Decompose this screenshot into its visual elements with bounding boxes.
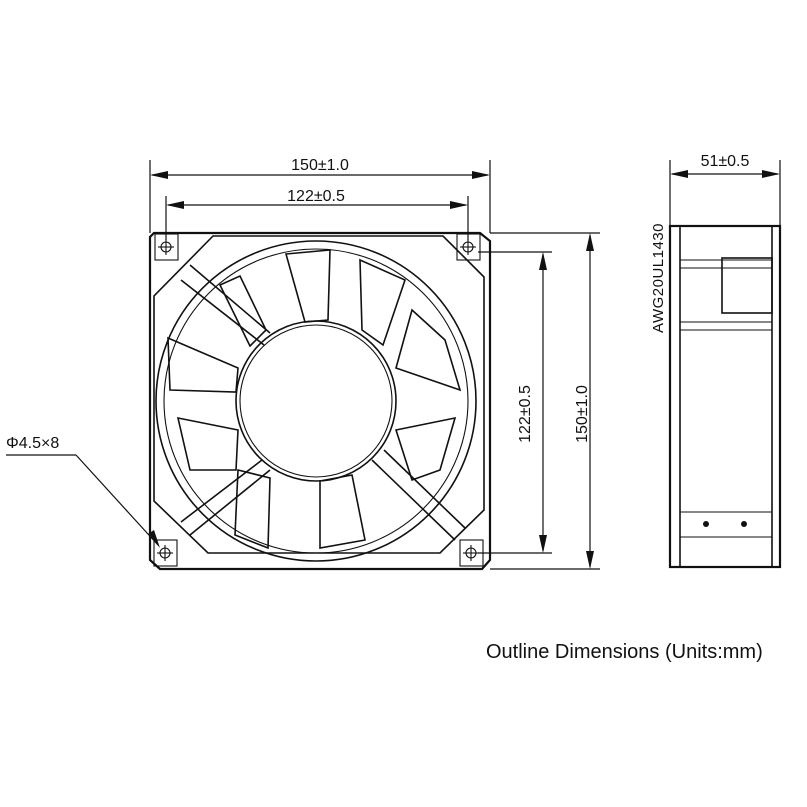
dimension-overall-width: 150±1.0: [149, 157, 491, 233]
mounting-holes: [153, 233, 484, 567]
dimension-overall-height: 150±1.0: [490, 232, 600, 570]
front-frame-outline: [148, 231, 492, 571]
dimension-mounting-hole: Φ4.5×8: [6, 435, 160, 548]
mounting-hole-label: Φ4.5×8: [6, 435, 59, 452]
side-view: AWG20UL1430: [650, 223, 782, 569]
wire-spec-label: AWG20UL1430: [650, 223, 667, 333]
overall-width-label: 150±1.0: [291, 157, 349, 174]
wire-exit-block: [721, 257, 773, 314]
front-view: [148, 231, 492, 571]
hole-spacing-height-label: 122±0.5: [517, 385, 534, 443]
hub-inner-circle: [239, 324, 393, 478]
depth-label: 51±0.5: [701, 153, 750, 170]
overall-height-label: 150±1.0: [574, 385, 591, 443]
side-rivet-right: [741, 521, 747, 527]
side-rivet-left: [703, 521, 709, 527]
support-struts: [180, 264, 466, 541]
dimension-hole-spacing-height: 122±0.5: [478, 251, 552, 554]
impeller-blades: [167, 249, 462, 550]
dimension-hole-spacing-width: 122±0.5: [165, 188, 469, 240]
side-body-outline: [668, 224, 782, 569]
hole-spacing-width-label: 122±0.5: [287, 188, 345, 205]
venturi-inner-circle: [163, 248, 469, 554]
diagram-caption: Outline Dimensions (Units:mm): [486, 641, 763, 663]
hub-circle: [235, 320, 397, 482]
dimension-depth: 51±0.5: [669, 153, 781, 226]
venturi-outer-circle: [155, 240, 477, 562]
